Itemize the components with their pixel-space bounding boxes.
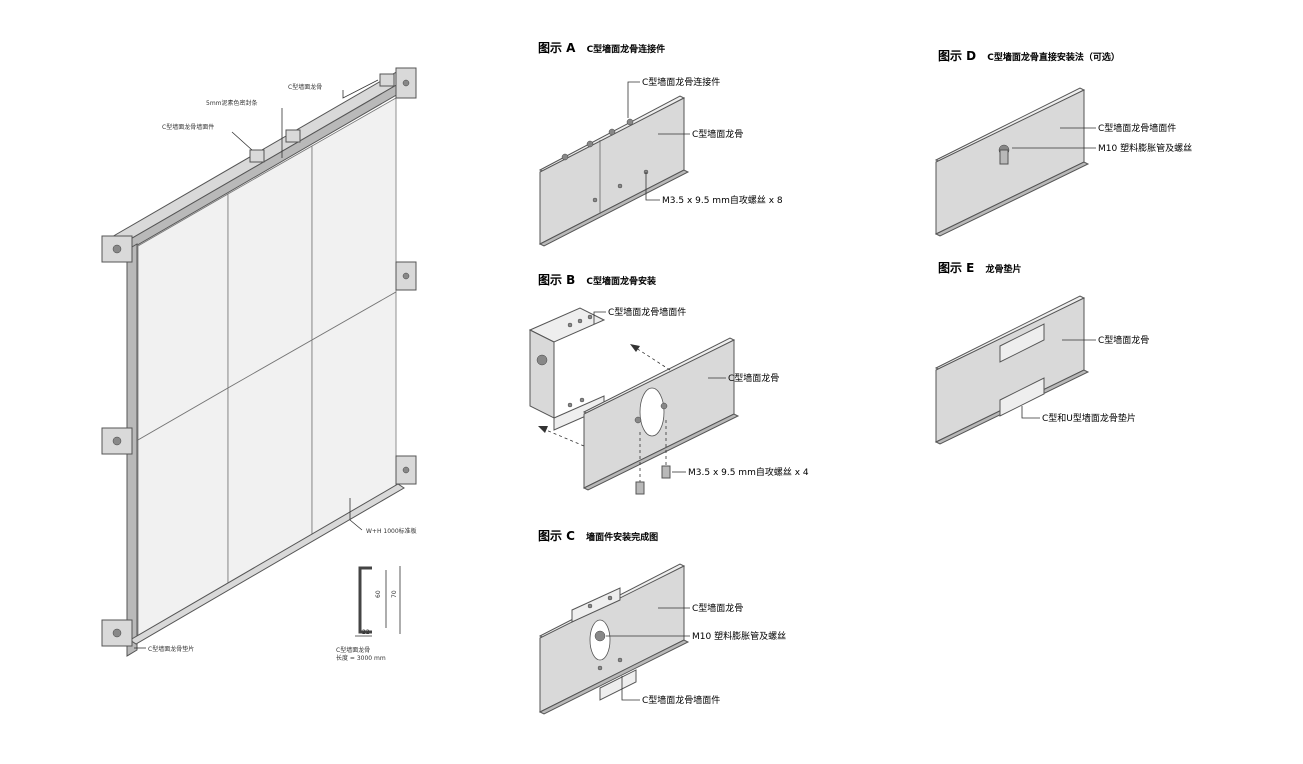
profile-length: 长度 = 3000 mm (336, 654, 386, 662)
figure-c: 图示 C 墙面件安装完成图 C型墙面龙骨 M10 塑料膨胀管及螺丝 C型墙面龙骨… (538, 525, 786, 715)
figure-d-title: C型墙面龙骨直接安装法（可选） (987, 51, 1120, 63)
figure-e: 图示 E 龙骨垫片 C型墙面龙骨 C型和U型墙面龙骨垫片 (934, 257, 1149, 445)
figure-a: 图示 A C型墙面龙骨连接件 C型墙面龙骨连接件 C型墙面龙骨 M3.5 x 9… (538, 37, 783, 247)
figure-c-prefix: 图示 C (538, 529, 575, 543)
svg-text:图示 C 墙面件安装完成图: 图示 C 墙面件安装完成图 (538, 525, 658, 544)
figure-a-callout-2: C型墙面龙骨 (692, 128, 743, 140)
label-c-keel: C型墙面龙骨 (288, 83, 322, 91)
svg-text:图示 A C型墙面龙骨连接件: 图示 A C型墙面龙骨连接件 (538, 37, 665, 56)
profile-width: 22 (362, 629, 370, 636)
figure-e-callout-2: C型和U型墙面龙骨垫片 (1042, 412, 1136, 424)
left-brackets (101, 235, 133, 647)
figure-d: 图示 D C型墙面龙骨直接安装法（可选） C型墙面龙骨墙面件 M10 塑料膨胀管… (934, 45, 1192, 237)
figure-b-screw-1 (635, 481, 645, 495)
figure-a-title: C型墙面龙骨连接件 (587, 43, 666, 55)
figure-e-callout-1: C型墙面龙骨 (1098, 334, 1149, 346)
figure-b-title: C型墙面龙骨安装 (586, 275, 657, 287)
profile-inner-height: 60 (375, 590, 382, 598)
label-spacer: C型墙面龙骨垫片 (148, 645, 194, 653)
profile-name: C型墙面龙骨 (336, 646, 370, 654)
figure-d-callout-2: M10 塑料膨胀管及螺丝 (1098, 142, 1192, 154)
figure-c-wall-piece-bottom (599, 669, 637, 701)
figure-c-callout-3: C型墙面龙骨墙面件 (642, 694, 720, 706)
figure-d-callout-1: C型墙面龙骨墙面件 (1098, 122, 1176, 134)
figure-c-wall-piece-top (571, 587, 621, 623)
figure-e-title: 龙骨垫片 (984, 263, 1021, 275)
label-panel: W+H 1000标准板 (366, 527, 417, 535)
figure-a-callout-1: C型墙面龙骨连接件 (642, 76, 720, 88)
figure-b-callout-2: C型墙面龙骨 (728, 372, 779, 384)
figure-e-prefix: 图示 E (938, 261, 974, 275)
figure-c-title: 墙面件安装完成图 (586, 531, 658, 543)
label-wall-piece: C型墙面龙骨墙面件 (162, 123, 214, 131)
svg-text:图示 B C型墙面龙骨安装: 图示 B C型墙面龙骨安装 (538, 269, 657, 288)
right-brackets (395, 67, 417, 485)
figure-c-callout-1: C型墙面龙骨 (692, 602, 743, 614)
c-profile-section: 60 70 22 C型墙面龙骨 长度 = 3000 mm (336, 566, 401, 662)
profile-outer-height: 70 (391, 590, 398, 598)
overview-assembly: C型墙面龙骨 5mm泥素色密封条 C型墙面龙骨墙面件 W+H 1000标准板 C… (101, 67, 417, 662)
figure-a-keel (539, 97, 685, 245)
figure-e-spacer-top (999, 323, 1045, 363)
figure-c-callout-2: M10 塑料膨胀管及螺丝 (692, 630, 786, 642)
figure-a-prefix: 图示 A (538, 41, 576, 55)
figure-b-screw-2 (661, 465, 671, 479)
figure-b-callout-3: M3.5 x 9.5 mm自攻螺丝 x 4 (688, 466, 809, 478)
figure-b-prefix: 图示 B (538, 273, 575, 287)
figure-d-prefix: 图示 D (938, 49, 976, 63)
figure-b-callout-1: C型墙面龙骨墙面件 (608, 306, 686, 318)
figure-b: 图示 B C型墙面龙骨安装 C型墙面龙骨墙面件 C型墙面龙骨 M (528, 269, 809, 495)
label-seal-strip: 5mm泥素色密封条 (206, 99, 258, 107)
svg-text:图示 D C型墙面龙骨直接安装法（可选）: 图示 D C型墙面龙骨直接安装法（可选） (938, 45, 1120, 64)
figure-e-spacer-bottom (999, 377, 1045, 417)
figure-d-keel (935, 89, 1085, 235)
bottom-keel-rail (129, 483, 405, 645)
svg-text:图示 E 龙骨垫片: 图示 E 龙骨垫片 (938, 257, 1022, 276)
figure-a-callout-3: M3.5 x 9.5 mm自攻螺丝 x 8 (662, 194, 783, 206)
